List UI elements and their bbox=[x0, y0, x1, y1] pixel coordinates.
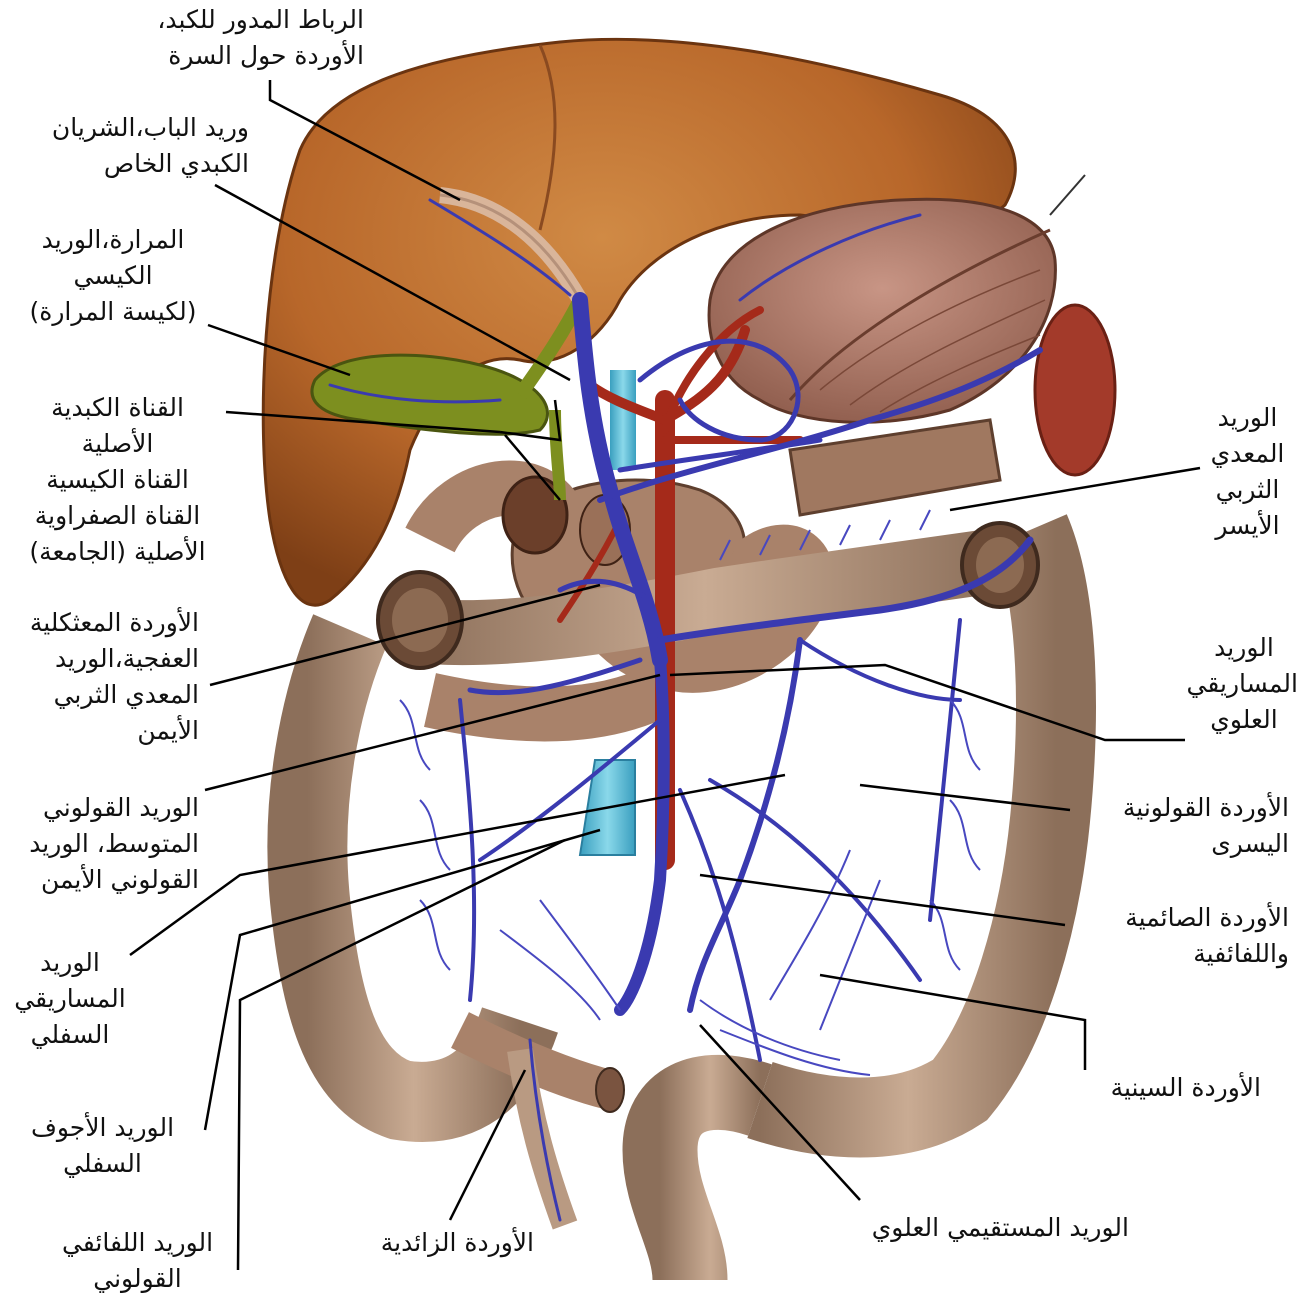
label-line: الوريد المستقيمي العلوي bbox=[871, 1213, 1129, 1242]
leader-sigmoid bbox=[819, 973, 1087, 1070]
label-line: الأيسر bbox=[1215, 511, 1280, 540]
label-line: (لكيسة المرارة) bbox=[29, 297, 197, 326]
label-line: القناة الكيسية bbox=[46, 465, 189, 494]
label-line: القولوني الأيمن bbox=[40, 865, 199, 894]
label-left-gastroepiploic-vein: الوريد المعدي الثربي الأيسر bbox=[1200, 400, 1295, 544]
leader-pancreatico bbox=[209, 583, 601, 687]
label-line: السفلي bbox=[63, 1149, 142, 1178]
label-line: الأصلية (الجامعة) bbox=[29, 537, 206, 566]
leader-jejunal bbox=[699, 873, 1066, 927]
leader-cystic-duct bbox=[499, 399, 562, 442]
label-line: السفلي bbox=[30, 1020, 110, 1049]
liver bbox=[261, 37, 1017, 607]
label-inferior-vena-cava: الوريد الأجوف السفلي bbox=[10, 1110, 195, 1182]
label-line: الأصلية bbox=[81, 429, 154, 458]
label-bile-ducts: القناة الكبدية الأصلية القناة الكيسية ال… bbox=[5, 390, 230, 570]
leader-gallbladder bbox=[207, 323, 351, 377]
label-gallbladder: المرارة،الوريد الكيسي (لكيسة المرارة) bbox=[8, 222, 218, 330]
descending-colon bbox=[747, 514, 1096, 1158]
label-line: المساريقي bbox=[1186, 669, 1298, 698]
duodenum-opening bbox=[501, 475, 569, 555]
label-line: القولوني bbox=[93, 1264, 182, 1293]
spleen bbox=[1033, 303, 1117, 477]
label-appendicular-veins: الأوردة الزائدية bbox=[381, 1225, 534, 1261]
label-line: المرارة،الوريد bbox=[41, 225, 185, 254]
ascending-colon bbox=[267, 614, 558, 1142]
leader-left-colic bbox=[859, 783, 1071, 812]
leader-ivc bbox=[203, 828, 601, 1131]
leader-falciform bbox=[268, 80, 461, 202]
leader-sup-mesenteric bbox=[669, 663, 1185, 742]
label-sigmoid-veins: الأوردة السينية bbox=[1111, 1070, 1261, 1106]
gallbladder bbox=[310, 353, 549, 436]
leader-ileocolic bbox=[236, 838, 566, 1271]
label-superior-rectal-vein: الوريد المستقيمي العلوي bbox=[872, 1210, 1129, 1246]
label-line: الأوردة حول السرة bbox=[168, 41, 364, 70]
label-line: المعدي bbox=[1210, 439, 1285, 468]
leader-appendicular bbox=[448, 1069, 527, 1221]
label-line: الوريد bbox=[1214, 633, 1274, 662]
label-line: الأوردة السينية bbox=[1110, 1073, 1261, 1102]
leader-common-duct bbox=[504, 434, 561, 501]
label-falciform-ligament: الرباط المدور للكبد، الأوردة حول السرة bbox=[157, 2, 364, 74]
label-line: الوريد bbox=[40, 948, 100, 977]
label-line: اليسرى bbox=[1211, 829, 1289, 858]
label-line: الكيسي bbox=[73, 261, 153, 290]
leader-lines bbox=[129, 80, 1201, 1271]
leader-hepatic-duct bbox=[225, 410, 501, 434]
label-line: الوريد اللفائفي bbox=[61, 1228, 214, 1257]
label-inferior-mesenteric-vein: الوريد المساريقي السفلي bbox=[10, 945, 130, 1053]
label-line: الثربي bbox=[1215, 475, 1280, 504]
label-pancreaticoduodenal-veins: الأوردة المعثكلية العفجية،الوريد المعدي … bbox=[30, 605, 199, 749]
label-line: وريد الباب،الشريان bbox=[51, 113, 249, 142]
label-line: العلوي bbox=[1210, 705, 1278, 734]
leader-sup-rectal bbox=[699, 1024, 861, 1201]
label-line: الأوردة القولونية bbox=[1122, 793, 1289, 822]
portal-veins bbox=[328, 198, 1043, 1222]
label-portal-vein: وريد الباب،الشريان الكبدي الخاص bbox=[52, 110, 249, 182]
ivc-upper bbox=[610, 370, 636, 470]
label-line: القناة الكبدية bbox=[51, 393, 184, 422]
label-left-colic-veins: الأوردة القولونية اليسرى bbox=[1123, 790, 1289, 862]
pancreas-tail bbox=[788, 418, 1002, 517]
label-line: الأوردة الصائمية bbox=[1125, 903, 1289, 932]
label-line: المعدي الثربي bbox=[53, 680, 199, 709]
label-superior-mesenteric-vein: الوريد المساريقي العلوي bbox=[1186, 630, 1298, 738]
label-line: الأوردة المعثكلية bbox=[29, 608, 199, 637]
label-line: الكبدي الخاص bbox=[103, 149, 249, 178]
leader-portal bbox=[214, 183, 571, 382]
label-line: العفجية،الوريد bbox=[54, 644, 199, 673]
label-line: القناة الصفراوية bbox=[34, 501, 201, 530]
label-line: الوريد الأجوف bbox=[30, 1113, 175, 1142]
label-jejunal-ileal-veins: الأوردة الصائمية واللفائفية bbox=[1125, 900, 1289, 972]
leader-left-gastroepiploic bbox=[949, 466, 1201, 512]
leader-inf-mesenteric bbox=[129, 773, 786, 957]
label-line: الأوردة الزائدية bbox=[380, 1228, 534, 1257]
sigmoid-rectum bbox=[622, 1054, 772, 1283]
leader-middle-colic bbox=[204, 673, 661, 792]
label-line: المتوسط، الوريد bbox=[29, 829, 199, 858]
label-ileocolic-vein: الوريد اللفائفي القولوني bbox=[25, 1225, 250, 1297]
label-line: الوريد القولوني bbox=[42, 793, 199, 822]
label-line: الأيمن bbox=[137, 716, 199, 745]
label-line: الرباط المدور للكبد، bbox=[157, 5, 364, 34]
stomach bbox=[707, 174, 1086, 424]
venous-arcades bbox=[399, 509, 981, 1076]
label-middle-colic-vein: الوريد القولوني المتوسط، الوريد القولوني… bbox=[29, 790, 199, 898]
label-line: المساريقي bbox=[14, 984, 126, 1013]
label-line: الوريد bbox=[1217, 403, 1278, 432]
label-line: واللفائفية bbox=[1193, 939, 1289, 968]
